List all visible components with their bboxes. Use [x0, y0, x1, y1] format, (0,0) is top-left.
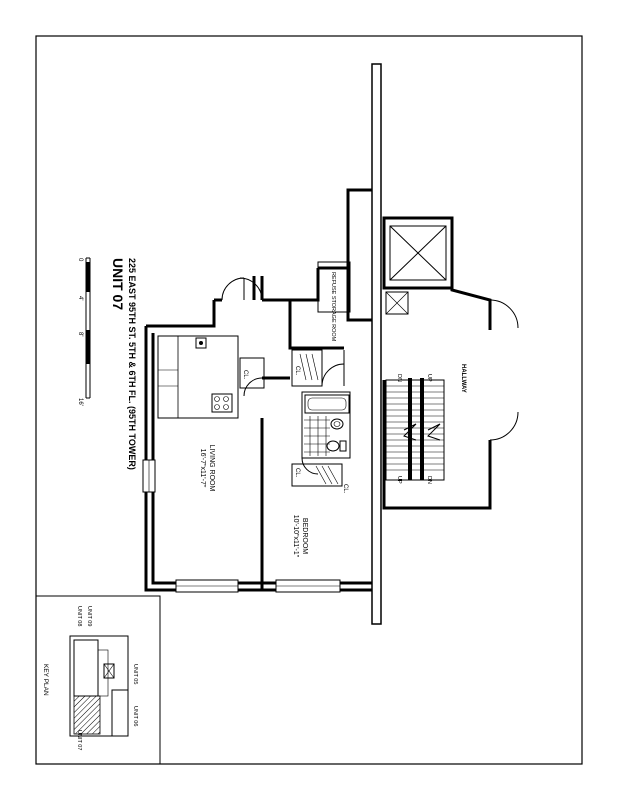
kitchen — [157, 335, 239, 419]
closet-label-3: CL. — [294, 468, 300, 478]
unit-title: UNIT 07 — [110, 258, 126, 310]
core-wall — [371, 63, 382, 625]
key-plan-unit07-highlight — [73, 695, 101, 735]
sheet-border — [35, 35, 583, 765]
window-left — [142, 459, 156, 493]
scale-tick-16: 16' — [77, 398, 83, 406]
bath-tile-floor — [304, 416, 330, 456]
title-block: UNIT 07 225 EAST 95TH ST. 5TH & 6TH FL. … — [110, 258, 137, 470]
window-living — [175, 579, 239, 593]
stairwell: DN UP UP DN — [385, 374, 445, 484]
refuse-room-label: REFUSE STORAGE ROOM — [330, 272, 336, 342]
closet-label-4: CL. — [342, 484, 348, 494]
closet-kitchen: CL. — [239, 357, 265, 389]
scale-tick-8: 8' — [77, 332, 83, 336]
elevator-shaft — [382, 216, 454, 315]
stair-dn-bottom: DN — [426, 476, 432, 484]
bedroom-size: 10'-10"x11'-1" — [292, 515, 299, 558]
living-room-name: LIVING ROOM — [208, 445, 215, 492]
bathroom — [301, 391, 351, 475]
key-plan-title: KEY PLAN — [42, 664, 49, 696]
bedroom-name: BEDROOM — [301, 518, 308, 554]
closet-hall: CL. — [291, 349, 345, 387]
living-room-label: LIVING ROOM 16'-7"x11'-7" — [199, 445, 215, 492]
key-plan-unit06: UNIT 06 — [132, 706, 138, 726]
key-plan-drawing — [69, 635, 129, 737]
scale-bar: 0 4' 8' 16' — [77, 257, 91, 406]
key-plan: KEY PLAN UNIT 08 UNIT 09 UNIT 05 UNIT 06… — [35, 595, 161, 765]
stair-dn-top: DN — [396, 374, 402, 382]
apartment-plan: CL. CL. CL. C — [142, 63, 519, 625]
window-bedroom — [275, 579, 341, 593]
stair-up-bottom: UP — [396, 476, 402, 484]
stair-up-top: UP — [426, 374, 432, 382]
scale-tick-0: 0 — [77, 258, 83, 262]
bedroom-label: BEDROOM 10'-10"x11'-1" — [292, 515, 308, 558]
key-plan-unit05: UNIT 05 — [132, 664, 138, 684]
key-plan-unit07: UNIT 07 — [76, 730, 82, 750]
closet-label-1: CL. — [242, 370, 248, 380]
hallway-label: HALLWAY — [460, 364, 466, 393]
closet-label-2: CL. — [294, 366, 300, 376]
address-line: 225 EAST 95TH ST. 5TH & 6TH FL. (95TH TO… — [127, 258, 137, 470]
key-plan-unit08: UNIT 08 — [76, 606, 82, 626]
closet-bedroom: CL. CL. — [291, 463, 348, 494]
scale-tick-4: 4' — [77, 296, 83, 300]
living-room-size: 16'-7"x11'-7" — [199, 449, 206, 488]
key-plan-unit09: UNIT 09 — [86, 606, 92, 626]
refuse-storage-room: REFUSE STORAGE ROOM — [317, 261, 351, 342]
hallway: HALLWAY — [382, 218, 519, 510]
